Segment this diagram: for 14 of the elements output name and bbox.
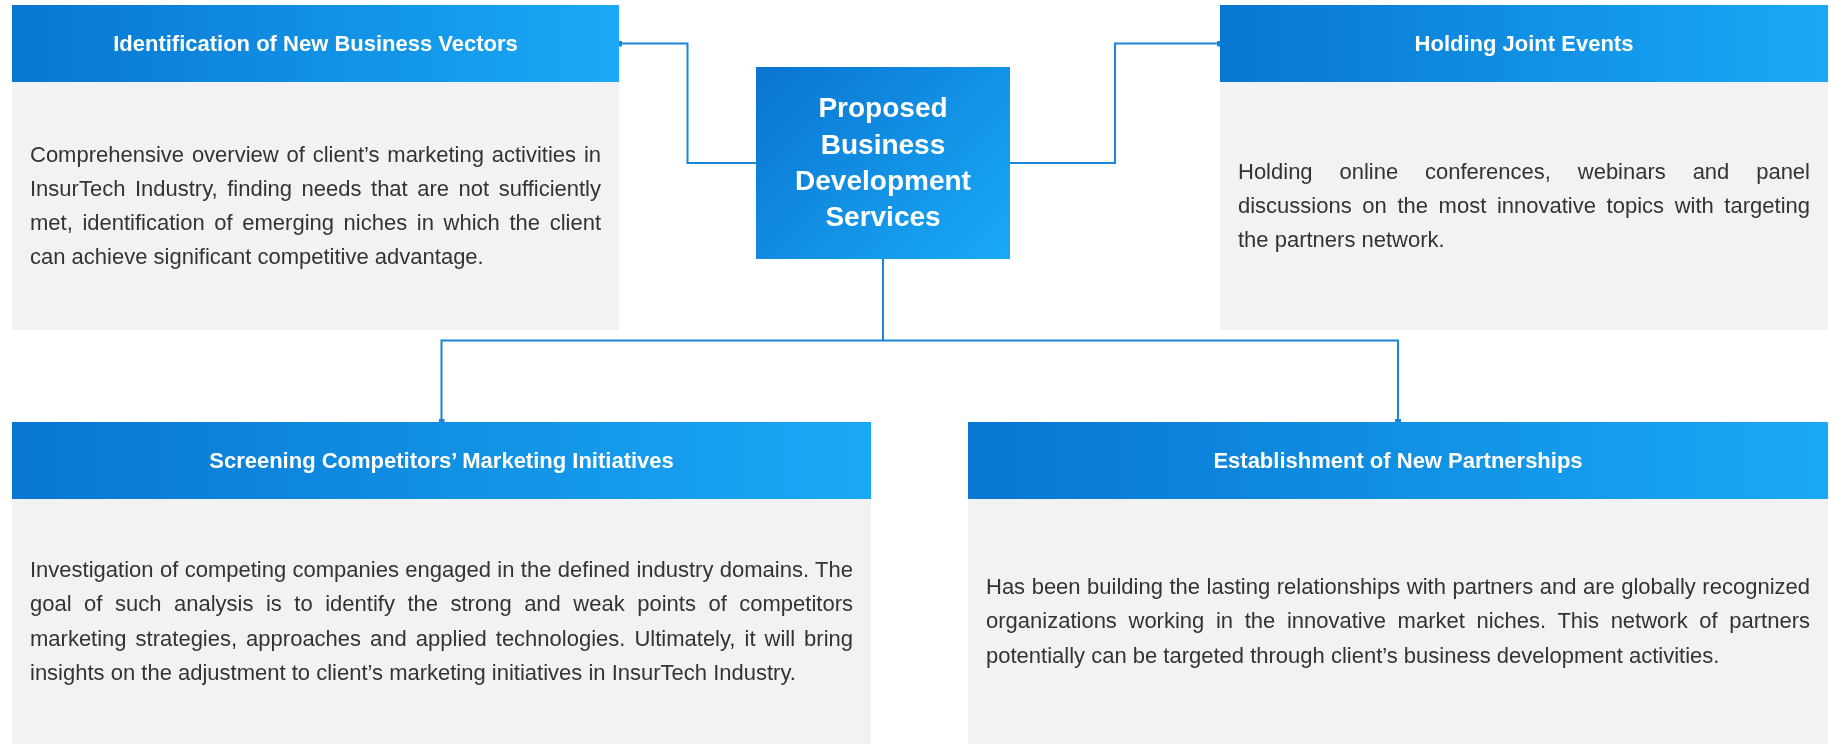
service-card [968, 422, 1828, 744]
card-heading: Identification of New Business Vectors [12, 5, 619, 82]
card-description: Holding online conferences, webinars and panel discussions on the most innovative topics with targeting the partners network. [1238, 157, 1810, 255]
card-heading: Screening Competitors’ Marketing Initiatives [12, 422, 871, 499]
service-card [12, 422, 871, 744]
card-description: Comprehensive overview of client’s marketing activities in InsurTech Industry, finding needs that are not sufficiently met, identification of emerging niches in which the client can achieve significant competitive advantage. [30, 140, 601, 272]
service-card [1220, 5, 1828, 330]
title-box [756, 67, 1010, 259]
heading-text: Proposed Business Development Services [794, 91, 972, 235]
card-description: Investigation of competing companies engaged in the defined industry domains. The goal of such analysis is to identify the strong and weak points of competitors marketing strategies, approaches and applied technologies. Ultimately, it will bring insights on the adjustment to client’s marketing initiatives in InsurTech Industry. [30, 556, 853, 687]
card-heading: Holding Joint Events [1220, 5, 1828, 82]
card-description: Has been building the lasting relationships with partners and are globally recognized organizations working in the innovative market niches. This network of partners potentially can be targeted through client’s business development activities. [986, 573, 1810, 670]
service-card [12, 5, 619, 330]
card-heading: Establishment of New Partnerships [968, 422, 1828, 499]
